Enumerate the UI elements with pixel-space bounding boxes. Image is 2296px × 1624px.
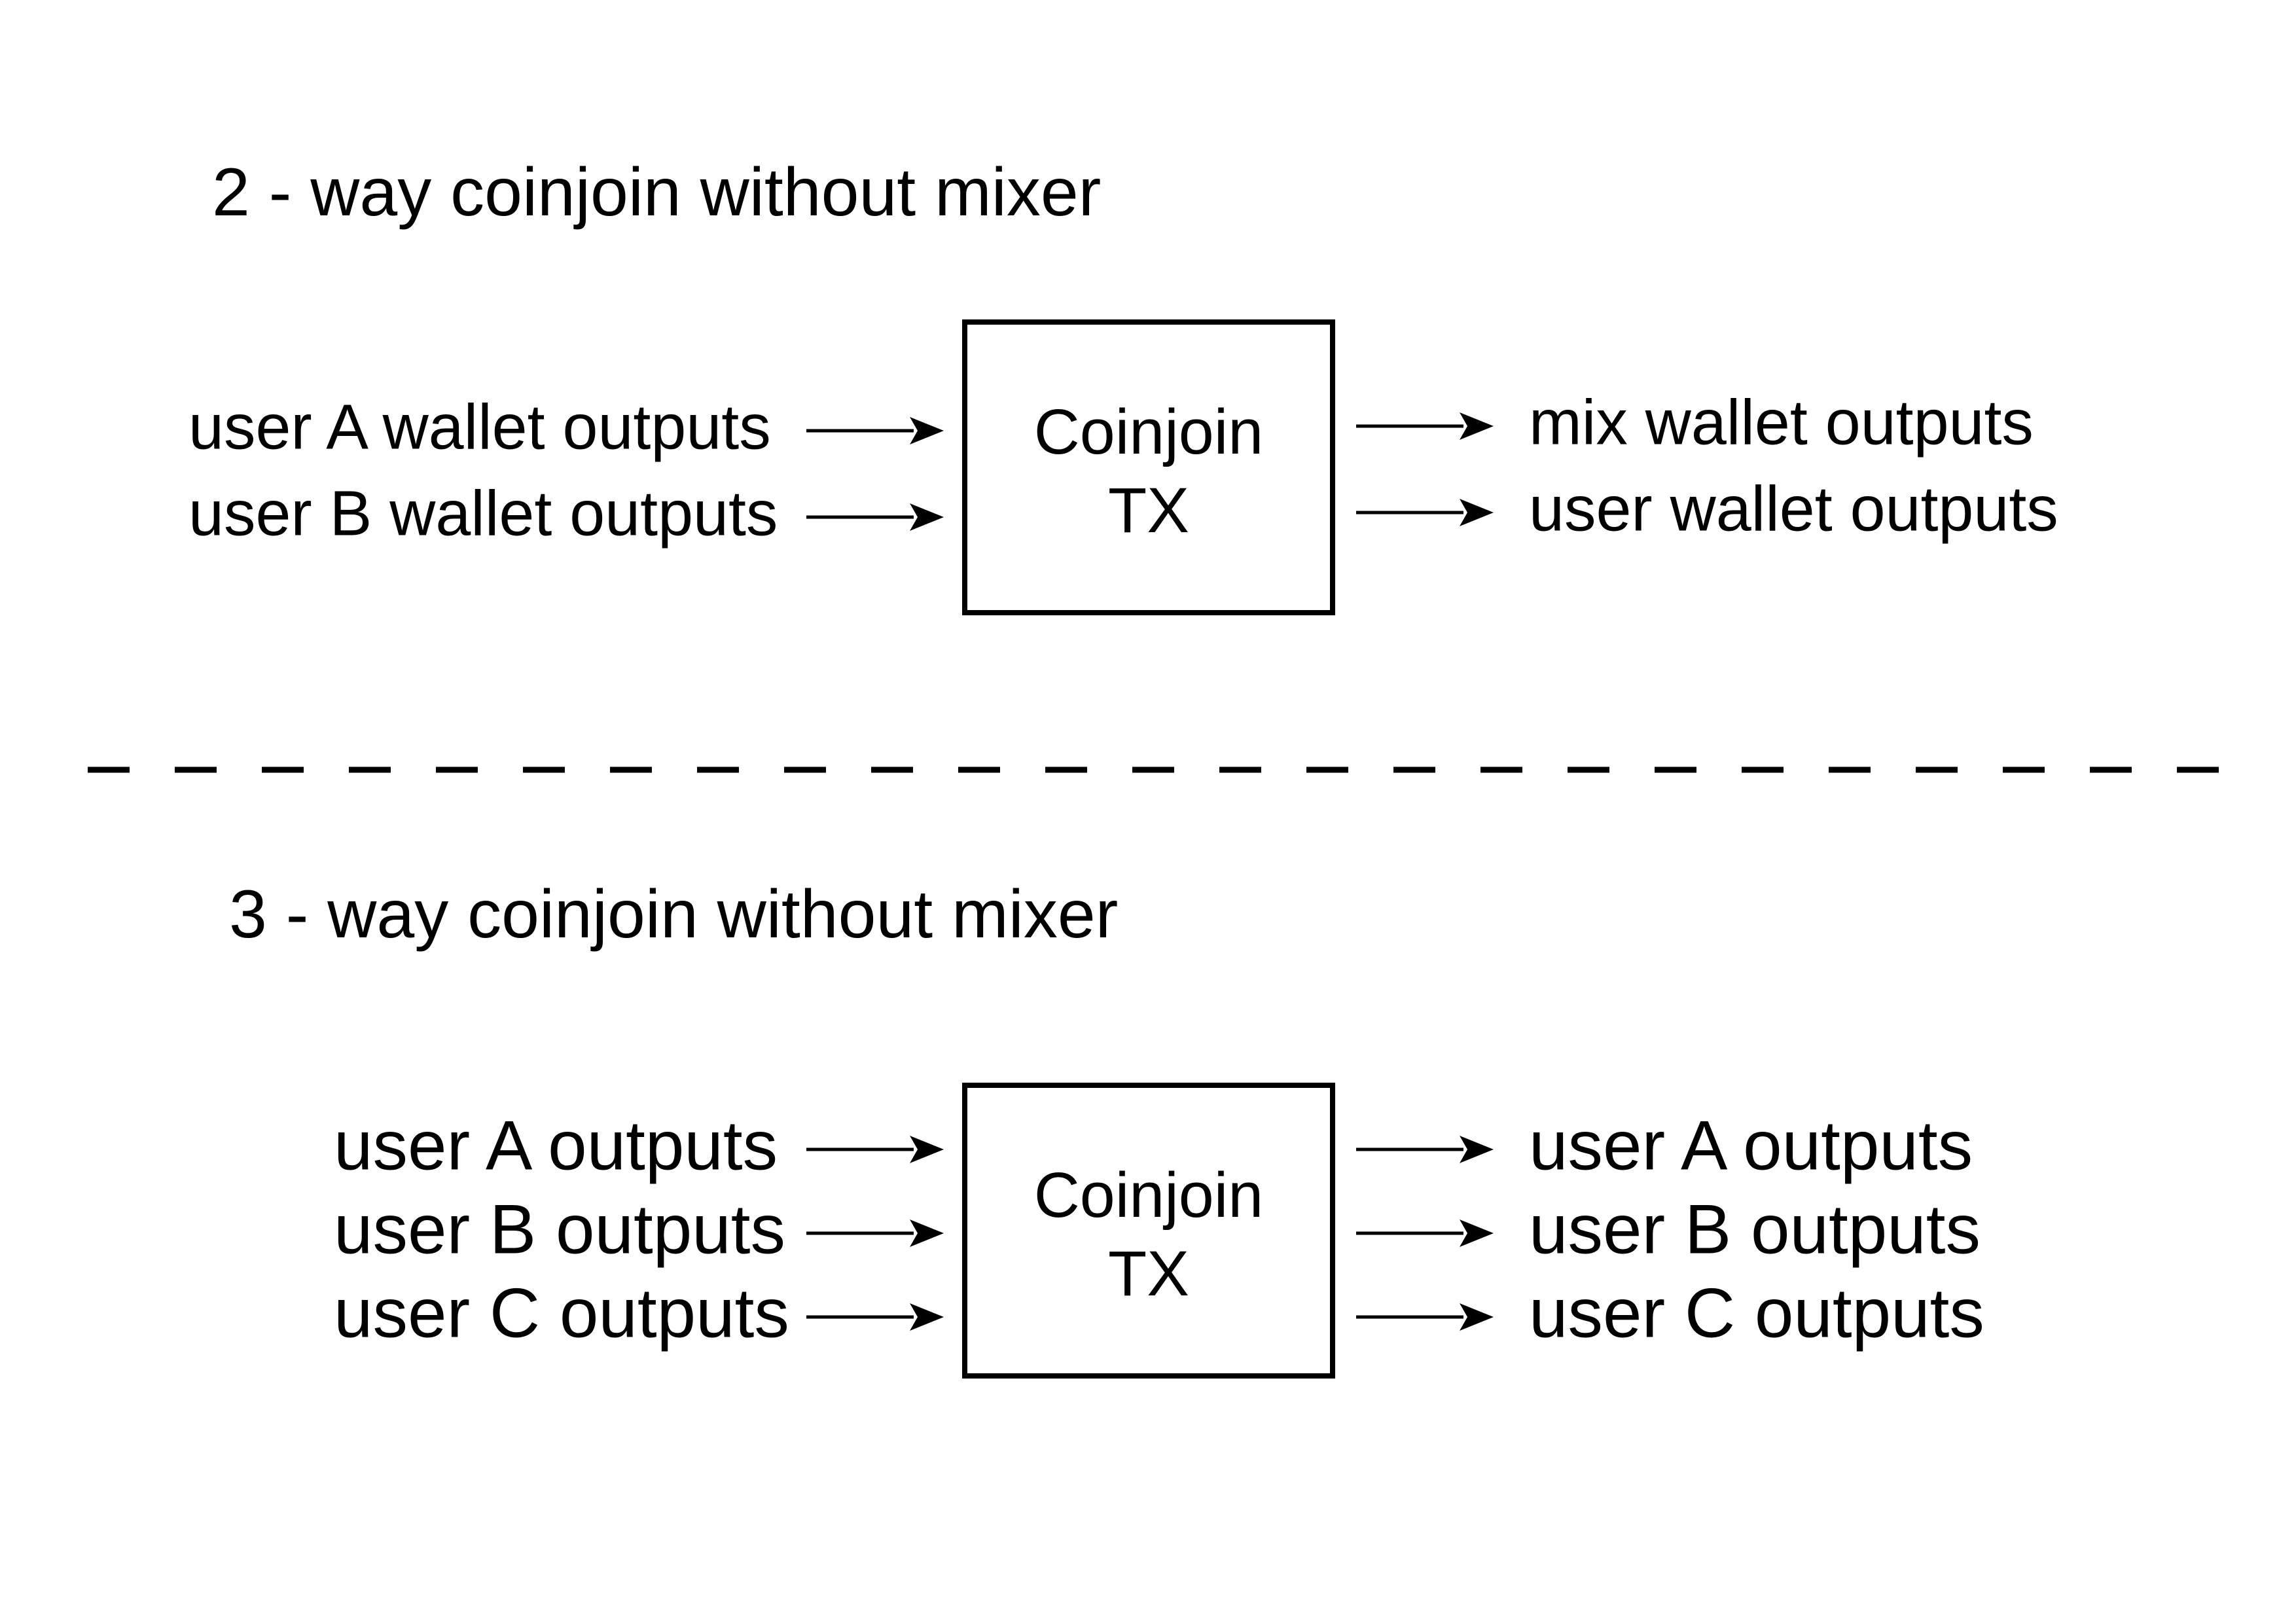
arrow-input-user-a xyxy=(806,1136,944,1163)
coinjoin-tx-box-2way: Coinjoin TX xyxy=(962,319,1335,615)
arrow-output-user-c xyxy=(1356,1303,1494,1331)
output-label-user-b-outputs: user B outputs xyxy=(1529,1189,1981,1269)
coinjoin-box-line1: Coinjoin xyxy=(1033,396,1264,467)
coinjoin-tx-box-3way: Coinjoin TX xyxy=(962,1083,1335,1379)
input-label-user-a-outputs: user A outputs xyxy=(334,1106,778,1185)
section-title-2way: 2 - way coinjoin without mixer xyxy=(212,154,1102,230)
arrow-output-user-wallet xyxy=(1356,499,1494,526)
arrow-input-user-b xyxy=(806,1219,944,1247)
coinjoin-box-line2: TX xyxy=(1108,1238,1189,1309)
output-label-user-a-outputs: user A outputs xyxy=(1529,1106,1973,1185)
input-label-user-b-outputs: user B outputs xyxy=(334,1189,785,1269)
arrow-output-user-b xyxy=(1356,1219,1494,1247)
coinjoin-box-line2: TX xyxy=(1108,475,1189,546)
arrow-input-user-a-wallet xyxy=(806,417,944,444)
arrow-input-user-c xyxy=(806,1303,944,1331)
output-label-mix-wallet-outputs: mix wallet outputs xyxy=(1529,386,2034,458)
coinjoin-box-line1: Coinjoin xyxy=(1033,1159,1264,1231)
input-label-user-c-outputs: user C outputs xyxy=(334,1273,789,1352)
section-title-3way: 3 - way coinjoin without mixer xyxy=(229,876,1119,952)
input-label-user-a-wallet-outputs: user A wallet outputs xyxy=(188,391,771,463)
arrow-output-mix-wallet xyxy=(1356,412,1494,440)
arrow-input-user-b-wallet xyxy=(806,503,944,531)
output-label-user-wallet-outputs: user wallet outputs xyxy=(1529,473,2058,545)
output-label-user-c-outputs: user C outputs xyxy=(1529,1273,1984,1352)
arrow-output-user-a xyxy=(1356,1136,1494,1163)
input-label-user-b-wallet-outputs: user B wallet outputs xyxy=(188,477,778,549)
